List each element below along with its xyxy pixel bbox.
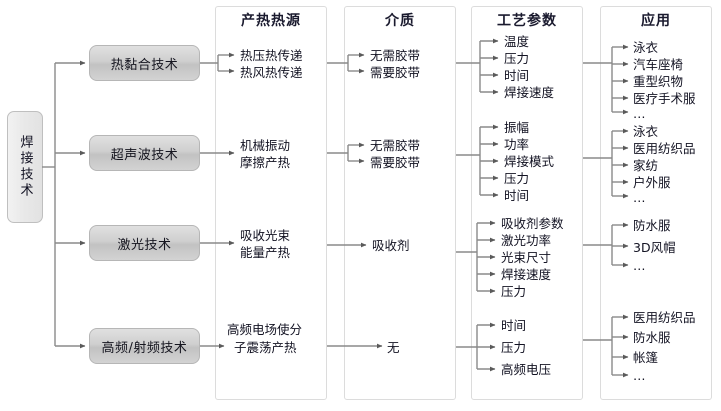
leaf-parameters-2-1: 激光功率 bbox=[501, 233, 552, 248]
panel-heat-source bbox=[215, 6, 327, 400]
leaf-medium-1-0: 无需胶带 bbox=[370, 138, 421, 153]
leaf-applications-1-1: 医用纺织品 bbox=[633, 141, 696, 156]
panel-title-applications: 应用 bbox=[641, 13, 671, 29]
leaf-parameters-1-0: 振幅 bbox=[504, 120, 530, 135]
panel-parameters bbox=[471, 6, 583, 400]
leaf-heat-source-0-1: 热风热传递 bbox=[240, 65, 303, 80]
leaf-heat-source-0-0: 热压热传递 bbox=[240, 48, 303, 63]
tech-node-laser[interactable]: 激光技术 bbox=[89, 225, 200, 261]
tech-node-ultrasonic[interactable]: 超声波技术 bbox=[89, 135, 200, 171]
leaf-parameters-1-2: 焊接模式 bbox=[504, 154, 555, 169]
leaf-parameters-3-1: 压力 bbox=[501, 340, 527, 355]
leaf-heat-source-1-0: 机械振动 bbox=[240, 138, 291, 153]
leaf-applications-2-1: 3D风帽 bbox=[633, 240, 676, 255]
leaf-parameters-0-2: 时间 bbox=[504, 68, 530, 83]
leaf-heat-source-2-1: 能量产热 bbox=[240, 245, 291, 260]
tech-node-label: 热黏合技术 bbox=[110, 57, 179, 73]
leaf-parameters-1-4: 时间 bbox=[504, 188, 530, 203]
panel-title-medium: 介质 bbox=[385, 13, 415, 29]
panel-title-parameters: 工艺参数 bbox=[497, 13, 557, 29]
leaf-parameters-0-1: 压力 bbox=[504, 51, 530, 66]
leaf-applications-3-0: 医用纺织品 bbox=[633, 310, 696, 325]
leaf-applications-1-0: 泳衣 bbox=[633, 124, 659, 139]
panel-medium bbox=[344, 6, 456, 400]
leaf-parameters-2-0: 吸收剂参数 bbox=[501, 216, 564, 231]
panel-applications bbox=[600, 6, 712, 400]
leaf-heat-source-3-1: 子震荡产热 bbox=[234, 340, 297, 355]
leaf-medium-0-1: 需要胶带 bbox=[370, 65, 421, 80]
leaf-applications-0-3: 医疗手术服 bbox=[633, 91, 696, 106]
tech-node-label: 超声波技术 bbox=[110, 147, 179, 163]
root-node-label: 焊接技术 bbox=[17, 135, 33, 199]
leaf-applications-1-4: … bbox=[633, 190, 646, 205]
leaf-medium-2-0: 吸收剂 bbox=[372, 238, 410, 253]
leaf-parameters-2-3: 焊接速度 bbox=[501, 267, 552, 282]
leaf-heat-source-1-1: 摩擦产热 bbox=[240, 155, 291, 170]
leaf-applications-3-2: 帐篷 bbox=[633, 350, 659, 365]
tech-node-high-frequency[interactable]: 高频/射频技术 bbox=[89, 328, 200, 364]
leaf-parameters-2-2: 光束尺寸 bbox=[501, 250, 552, 265]
leaf-parameters-2-4: 压力 bbox=[501, 284, 527, 299]
leaf-applications-3-3: … bbox=[633, 368, 646, 383]
leaf-applications-2-0: 防水服 bbox=[633, 218, 671, 233]
leaf-applications-0-2: 重型织物 bbox=[633, 74, 684, 89]
leaf-applications-1-2: 家纺 bbox=[633, 158, 659, 173]
leaf-parameters-3-0: 时间 bbox=[501, 318, 527, 333]
leaf-heat-source-3-0: 高频电场使分 bbox=[227, 322, 303, 337]
leaf-applications-3-1: 防水服 bbox=[633, 330, 671, 345]
leaf-medium-3-0: 无 bbox=[387, 340, 400, 355]
tech-node-label: 激光技术 bbox=[117, 237, 172, 253]
tech-node-thermal-bonding[interactable]: 热黏合技术 bbox=[89, 45, 200, 81]
leaf-parameters-3-2: 高频电压 bbox=[501, 362, 552, 377]
leaf-medium-0-0: 无需胶带 bbox=[370, 48, 421, 63]
leaf-parameters-1-3: 压力 bbox=[504, 171, 530, 186]
leaf-parameters-0-3: 焊接速度 bbox=[504, 85, 555, 100]
leaf-applications-0-1: 汽车座椅 bbox=[633, 57, 684, 72]
leaf-applications-1-3: 户外服 bbox=[633, 175, 671, 190]
leaf-applications-0-0: 泳衣 bbox=[633, 40, 659, 55]
leaf-applications-2-2: … bbox=[633, 258, 646, 273]
leaf-heat-source-2-0: 吸收光束 bbox=[240, 228, 291, 243]
wire-root-trunk bbox=[42, 60, 86, 349]
leaf-parameters-0-0: 温度 bbox=[504, 34, 530, 49]
panel-title-heat-source: 产热热源 bbox=[241, 13, 301, 29]
leaf-applications-0-4: … bbox=[633, 106, 646, 121]
tech-node-label: 高频/射频技术 bbox=[101, 340, 188, 356]
leaf-parameters-1-1: 功率 bbox=[504, 137, 530, 152]
leaf-medium-1-1: 需要胶带 bbox=[370, 155, 421, 170]
root-node-welding-technology[interactable]: 焊接技术 bbox=[7, 111, 43, 223]
